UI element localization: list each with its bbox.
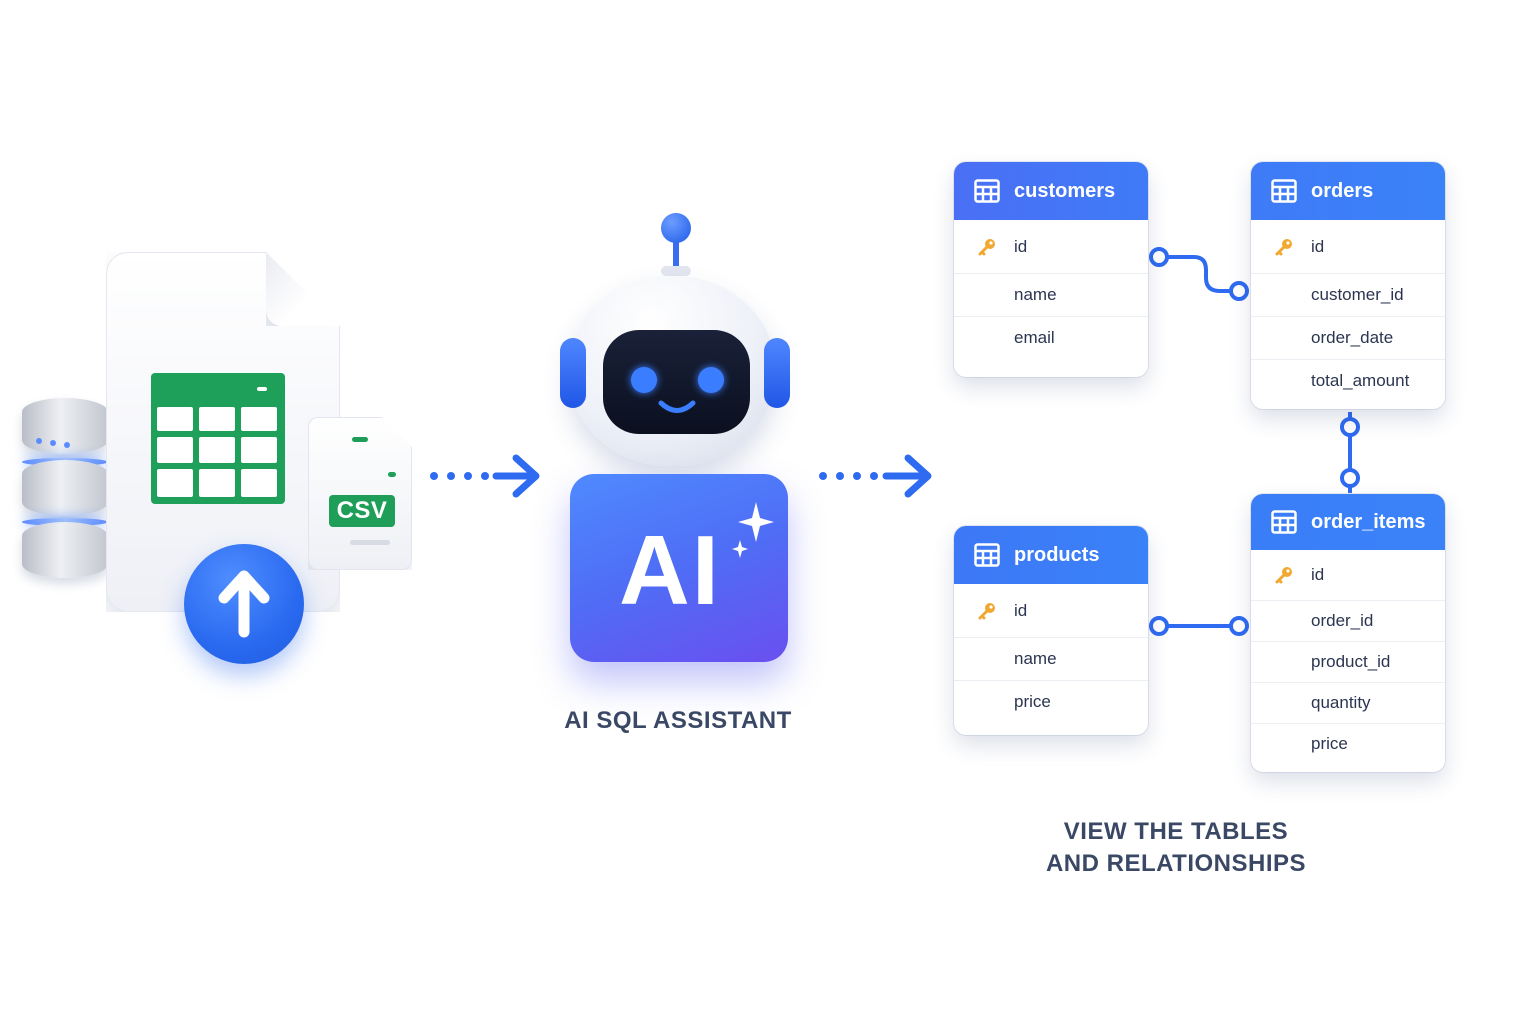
column-name: product_id — [1311, 652, 1391, 671]
key-icon — [1271, 237, 1297, 257]
table-header: order_items — [1251, 494, 1445, 550]
arrow-right-icon — [430, 454, 540, 498]
column-name: customer_id — [1311, 285, 1404, 304]
table-name: products — [1014, 543, 1100, 566]
column-row: id — [954, 220, 1148, 273]
column-name: id — [1311, 565, 1325, 584]
column-row: id — [1251, 550, 1445, 600]
column-name: order_date — [1311, 328, 1394, 347]
column-name: email — [1014, 328, 1055, 347]
ai-label: AI — [619, 515, 721, 625]
table-header: orders — [1251, 162, 1445, 220]
column-row: email — [954, 316, 1148, 359]
column-row: quantity — [1251, 682, 1445, 723]
column-row: id — [1251, 220, 1445, 273]
csv-badge: CSV — [329, 495, 395, 527]
table-grid-icon — [974, 179, 1000, 203]
column-row: order_date — [1251, 316, 1445, 359]
schema-caption-line2: AND RELATIONSHIPS — [1045, 850, 1307, 877]
table-products[interactable]: products id name price — [954, 526, 1148, 735]
schema-caption: VIEW THE TABLES AND RELATIONSHIPS — [1026, 816, 1326, 880]
column-name: id — [1014, 236, 1028, 256]
column-row: order_id — [1251, 600, 1445, 641]
schema-caption-line1: VIEW THE TABLES — [1063, 818, 1289, 845]
column-row: name — [954, 637, 1148, 680]
table-name: customers — [1014, 179, 1116, 202]
table-name: order_items — [1311, 510, 1426, 533]
column-name: price — [1311, 734, 1348, 753]
table-grid-icon — [1271, 510, 1297, 534]
ai-block — [570, 474, 788, 662]
file-corner-fold — [266, 252, 340, 326]
column-row: product_id — [1251, 641, 1445, 682]
column-row: customer_id — [1251, 273, 1445, 316]
column-name: id — [1311, 236, 1325, 256]
antenna — [661, 213, 691, 243]
spreadsheet-icon — [151, 373, 285, 504]
table-orders[interactable]: orders id customer_id order_date total_a… — [1251, 162, 1445, 409]
table-customers[interactable]: customers id name email — [954, 162, 1148, 377]
table-grid-icon — [974, 543, 1000, 567]
column-name: name — [1014, 285, 1057, 304]
column-row: name — [954, 273, 1148, 316]
sparkle-icon — [732, 502, 774, 558]
column-name: quantity — [1311, 693, 1371, 712]
robot-face — [603, 330, 750, 434]
assistant-caption: AI SQL ASSISTANT — [564, 707, 792, 734]
table-grid-icon — [1271, 179, 1297, 203]
upload-arrow-icon — [218, 570, 270, 638]
smile — [658, 400, 696, 413]
column-row: total_amount — [1251, 359, 1445, 402]
column-name: order_id — [1311, 611, 1374, 630]
key-icon — [974, 601, 1000, 621]
arrow-right-icon — [819, 454, 932, 498]
table-name: orders — [1311, 179, 1374, 202]
table-header: customers — [954, 162, 1148, 220]
upload-button[interactable] — [184, 544, 304, 664]
column-name: id — [1014, 600, 1028, 620]
table-header: products — [954, 526, 1148, 584]
column-name: total_amount — [1311, 371, 1410, 390]
column-name: price — [1014, 692, 1051, 711]
column-row: price — [1251, 723, 1445, 764]
column-name: name — [1014, 649, 1057, 668]
key-icon — [1271, 565, 1297, 585]
key-icon — [974, 237, 1000, 257]
column-row: id — [954, 584, 1148, 637]
column-row: price — [954, 680, 1148, 723]
table-order-items[interactable]: order_items id order_id product_id quant… — [1251, 494, 1445, 772]
